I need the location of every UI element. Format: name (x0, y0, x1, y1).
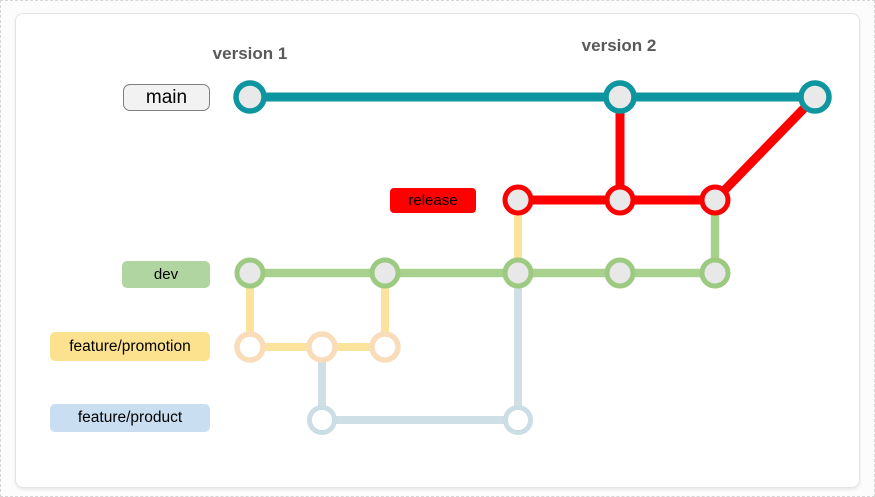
branch-line-release (711, 93, 819, 204)
commit-node-release (699, 184, 731, 216)
branch-label-main: main (123, 84, 210, 111)
commit-node-release (604, 184, 636, 216)
commit-node-dev (234, 257, 266, 289)
commit-node-product (503, 405, 533, 435)
branch-label-release: release (390, 188, 476, 213)
branch-label-feature-promotion: feature/promotion (50, 332, 210, 361)
commit-node-release (502, 184, 534, 216)
branch-label-feature-product: feature/product (50, 404, 210, 432)
commit-node-main (233, 80, 267, 114)
commit-node-main (603, 80, 637, 114)
commit-node-promotion (234, 331, 266, 363)
commit-node-dev (699, 257, 731, 289)
commit-node-dev (604, 257, 636, 289)
commit-node-product (307, 405, 337, 435)
commit-node-dev (369, 257, 401, 289)
commit-node-main (798, 80, 832, 114)
version-1-annotation: version 1 (212, 44, 288, 63)
commit-node-promotion (306, 331, 338, 363)
version-2-annotation: version 2 (581, 36, 657, 55)
commit-node-promotion (369, 331, 401, 363)
branch-label-dev: dev (122, 261, 210, 288)
commit-node-dev (502, 257, 534, 289)
